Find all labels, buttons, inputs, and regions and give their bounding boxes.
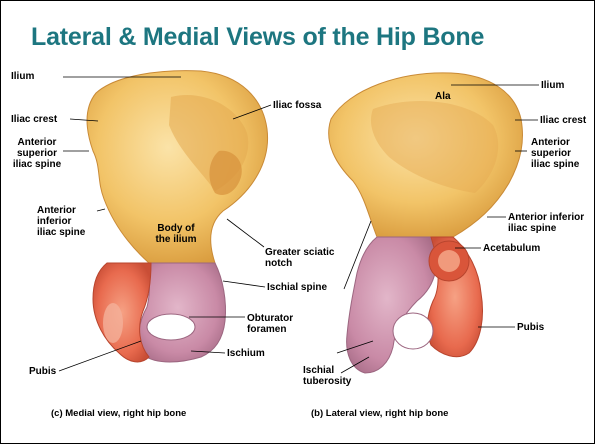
label-ischial-spine: Ischial spine: [267, 282, 327, 293]
medial-symphysis-surface: [103, 303, 123, 343]
medial-ischium-shape: [139, 263, 226, 362]
caption-medial-view: (c) Medial view, right hip bone: [51, 408, 186, 419]
label-ilium-lateral: Ilium: [541, 80, 564, 91]
lateral-view-bone: [329, 73, 523, 373]
label-anterior-inferior-iliac-spine-lateral: Anterior inferior iliac spine: [508, 212, 584, 234]
medial-obturator-foramen: [147, 314, 195, 340]
label-body-of-ilium: Body of the ilium: [146, 223, 206, 245]
label-anterior-inferior-iliac-spine-medial: Anterior inferior iliac spine: [37, 205, 85, 238]
label-acetabulum: Acetabulum: [483, 243, 540, 254]
label-iliac-fossa: Iliac fossa: [273, 100, 321, 111]
label-pubis-medial: Pubis: [29, 366, 56, 377]
label-iliac-crest-medial: Iliac crest: [11, 114, 57, 125]
label-ischium: Ischium: [227, 348, 265, 359]
label-greater-sciatic-notch: Greater sciatic notch: [265, 247, 335, 269]
label-ilium-medial: Ilium: [11, 71, 34, 82]
lateral-ischium-shape: [347, 237, 437, 373]
label-ischial-tuberosity: Ischial tuberosity: [303, 365, 351, 387]
label-obturator-foramen: Obturator foramen: [247, 313, 293, 335]
lateral-acetabular-fossa: [438, 250, 460, 272]
label-anterior-superior-iliac-spine-lateral: Anterior superior iliac spine: [531, 137, 579, 170]
label-ala: Ala: [435, 91, 451, 102]
lateral-obturator-foramen: [393, 313, 433, 349]
label-anterior-superior-iliac-spine-medial: Anterior superior iliac spine: [9, 137, 65, 170]
medial-pubis-shape: [93, 263, 151, 362]
label-iliac-crest-lateral: Iliac crest: [540, 115, 586, 126]
caption-lateral-view: (b) Lateral view, right hip bone: [311, 408, 448, 419]
label-pubis-lateral: Pubis: [517, 322, 544, 333]
medial-view-bone: [87, 71, 268, 362]
